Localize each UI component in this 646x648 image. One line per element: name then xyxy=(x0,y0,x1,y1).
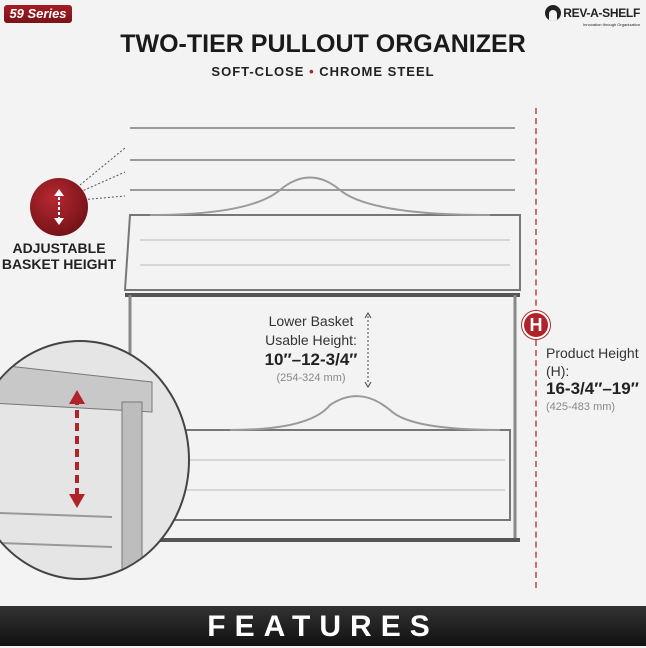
subtitle-right: CHROME STEEL xyxy=(319,64,435,79)
lower-basket-dimension-arrow xyxy=(364,312,372,388)
features-banner: FEATURES xyxy=(0,606,646,646)
adjustable-height-icon xyxy=(30,178,88,236)
brand-tagline: Innovation through Organization xyxy=(583,22,640,27)
slide-detail-inset xyxy=(0,340,190,580)
height-badge: H xyxy=(522,311,550,339)
product-height-label: Product Height (H): xyxy=(546,345,639,379)
lower-basket-metric: (254-324 mm) xyxy=(276,372,346,384)
adjustable-height-label: ADJUSTABLE BASKET HEIGHT xyxy=(1,240,117,272)
lower-basket-height: Lower Basket Usable Height: 10″–12-3/4″ … xyxy=(252,312,370,388)
product-height-metric: (425-483 mm) xyxy=(546,401,616,413)
subtitle-separator: • xyxy=(309,64,315,79)
lower-basket-value: 10″–12-3/4″ xyxy=(264,350,358,369)
brand-name: REV-A-SHELF xyxy=(563,6,640,20)
lower-basket-label: Lower Basket Usable Height: xyxy=(265,313,357,348)
brand-logo: REV-A-SHELF Innovation through Organizat… xyxy=(545,5,640,27)
brand-logo-icon xyxy=(545,5,562,21)
subtitle-left: SOFT-CLOSE xyxy=(211,64,305,79)
page-title: TWO-TIER PULLOUT ORGANIZER xyxy=(120,30,526,58)
subtitle: SOFT-CLOSE • CHROME STEEL xyxy=(0,64,646,79)
product-height-value: 16-3/4″–19″ xyxy=(546,379,639,398)
adjustable-arrows xyxy=(80,147,126,201)
product-height: Product Height (H): 16-3/4″–19″ (425-483… xyxy=(546,344,646,416)
series-badge: 59 Series xyxy=(4,5,72,23)
product-height-dimension-line xyxy=(535,108,537,588)
